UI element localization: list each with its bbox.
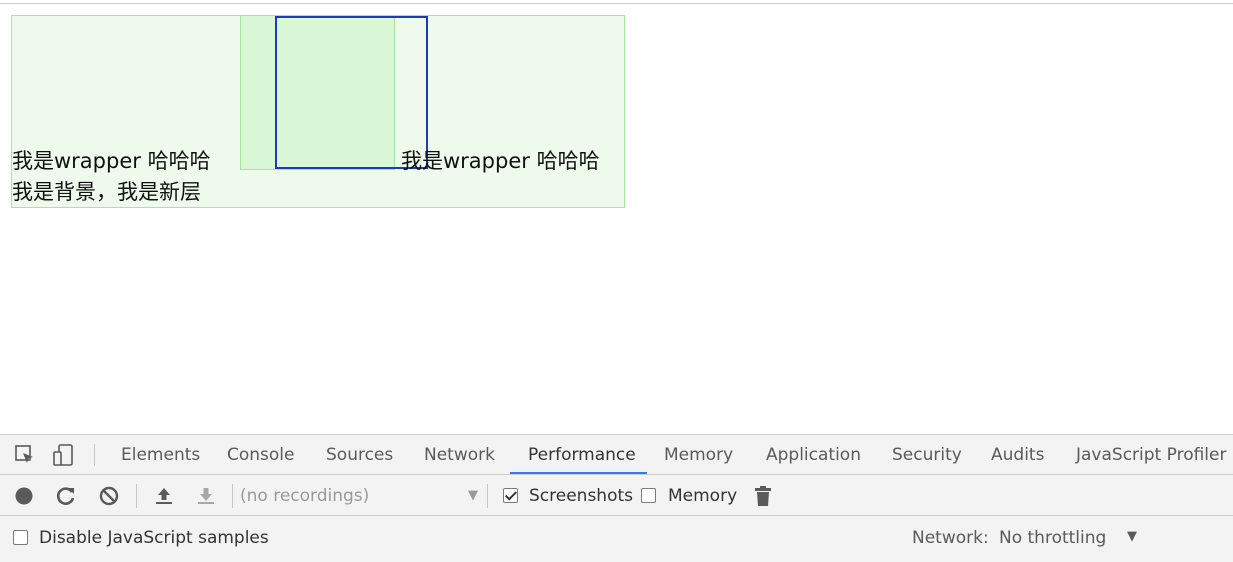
active-tab-indicator bbox=[510, 472, 647, 474]
tabbar-separator bbox=[94, 444, 95, 466]
recordings-dropdown[interactable]: (no recordings) ▼ bbox=[240, 484, 482, 508]
network-throttling-select[interactable]: No throttling bbox=[999, 528, 1107, 548]
wrapper-text-left: 我是wrapper 哈哈哈 bbox=[12, 149, 211, 173]
load-profile-icon[interactable] bbox=[153, 485, 175, 507]
save-profile-icon[interactable] bbox=[195, 485, 217, 507]
inspect-element-icon[interactable] bbox=[13, 443, 37, 467]
tab-javascript-profiler[interactable]: JavaScript Profiler bbox=[1076, 445, 1227, 465]
background-layer-text: 我是背景，我是新层 bbox=[12, 180, 201, 204]
tab-application[interactable]: Application bbox=[766, 445, 861, 465]
disable-js-samples-label: Disable JavaScript samples bbox=[39, 528, 269, 548]
toolbar-separator bbox=[136, 484, 137, 508]
record-icon[interactable] bbox=[13, 485, 35, 507]
devtools-tabbar: Elements Console Sources Network Perform… bbox=[0, 435, 1233, 475]
tab-network[interactable]: Network bbox=[424, 445, 495, 465]
new-layer-box bbox=[275, 16, 428, 169]
wrapper-text-right: 我是wrapper 哈哈哈 bbox=[401, 149, 600, 173]
clear-icon[interactable] bbox=[98, 485, 120, 507]
recordings-placeholder: (no recordings) bbox=[240, 486, 370, 506]
page-viewport: 我是wrapper 哈哈哈 我是wrapper 哈哈哈 我是背景，我是新层 bbox=[0, 3, 1233, 208]
performance-settings: Disable JavaScript samples Network: No t… bbox=[0, 516, 1233, 562]
reload-profile-icon[interactable] bbox=[55, 485, 77, 507]
network-throttling-label: Network: bbox=[912, 528, 989, 548]
disable-js-samples-checkbox[interactable] bbox=[13, 530, 28, 545]
background-box bbox=[240, 15, 395, 170]
collect-garbage-icon[interactable] bbox=[752, 485, 774, 507]
tab-sources[interactable]: Sources bbox=[326, 445, 394, 465]
performance-toolbar: (no recordings) ▼ Screenshots Memory bbox=[0, 475, 1233, 516]
toolbar-separator bbox=[232, 484, 233, 508]
screenshots-checkbox[interactable] bbox=[503, 488, 518, 503]
tab-audits[interactable]: Audits bbox=[991, 445, 1045, 465]
viewport-divider bbox=[0, 3, 1233, 4]
tab-security[interactable]: Security bbox=[892, 445, 962, 465]
memory-label: Memory bbox=[668, 486, 738, 506]
memory-checkbox[interactable] bbox=[641, 488, 656, 503]
toolbar-separator bbox=[487, 484, 488, 508]
device-toolbar-icon[interactable] bbox=[52, 443, 76, 467]
dropdown-arrow-icon: ▼ bbox=[468, 488, 478, 503]
dropdown-arrow-icon[interactable]: ▼ bbox=[1127, 529, 1137, 544]
devtools-panel: Elements Console Sources Network Perform… bbox=[0, 434, 1233, 562]
tab-console[interactable]: Console bbox=[227, 445, 295, 465]
tab-elements[interactable]: Elements bbox=[121, 445, 201, 465]
tab-memory[interactable]: Memory bbox=[664, 445, 734, 465]
tab-performance[interactable]: Performance bbox=[528, 445, 636, 465]
screenshots-label: Screenshots bbox=[529, 486, 634, 506]
